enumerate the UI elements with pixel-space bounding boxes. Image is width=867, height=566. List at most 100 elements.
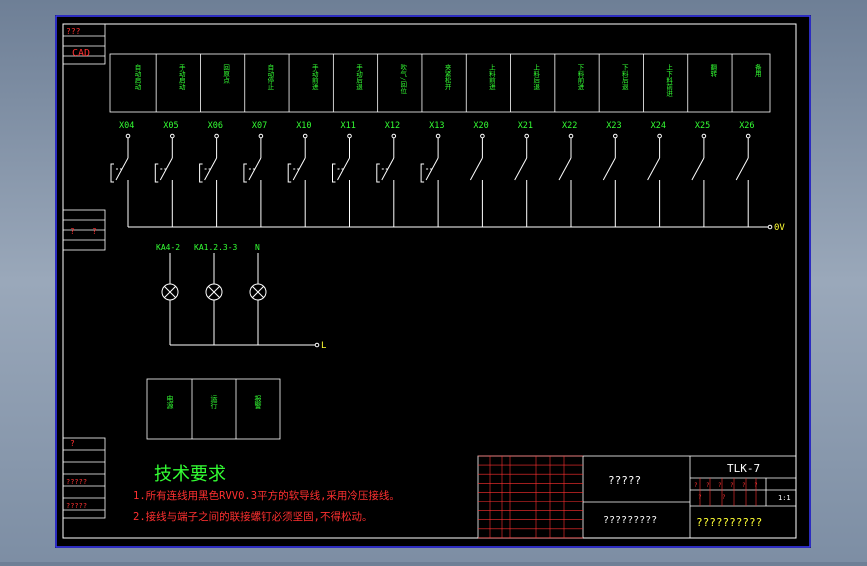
left-strip-bottom-label: ????? — [66, 478, 87, 486]
title-block-mark: ? — [718, 482, 722, 489]
input-label: X11 — [341, 121, 356, 131]
pushbutton-actuator — [287, 163, 292, 183]
input-label: X05 — [163, 121, 178, 131]
title-block-mark: ? — [722, 494, 726, 501]
pushbutton-actuator — [154, 163, 159, 183]
switch-blade — [602, 157, 616, 181]
title-block-fine-grid — [478, 455, 583, 539]
lamp-label: KA1.2.3-3 — [194, 243, 238, 252]
indicator-lamps — [161, 283, 267, 301]
left-strip-mark: ? — [70, 439, 75, 448]
title-block-mark: ? — [730, 482, 734, 489]
switch-terminal — [347, 133, 352, 139]
input-label: X26 — [739, 121, 754, 131]
switch-blade — [558, 157, 572, 181]
pushbutton-actuator — [199, 163, 203, 183]
pushbutton-actuator — [420, 163, 425, 183]
header-cell-label: 手动前进 — [310, 63, 318, 92]
header-cell-label: 上下料前进 — [665, 63, 673, 98]
input-label: X10 — [296, 121, 311, 131]
switch-terminal — [435, 133, 441, 139]
header-cell-label: 备用 — [753, 63, 761, 79]
left-strip — [62, 23, 106, 519]
switch-blade — [691, 157, 705, 181]
company-name: ?????????? — [696, 516, 762, 529]
header-cell-label: 上料前进 — [487, 63, 495, 92]
lamp-name: 电源 — [166, 394, 174, 410]
drawing-name: ????? — [608, 474, 641, 487]
bus-terminal — [767, 224, 773, 230]
switch-terminal — [125, 133, 131, 139]
header-cell-label: 翻转 — [709, 63, 717, 79]
left-strip-bottom-label: ????? — [66, 502, 87, 510]
indicator-lamp — [249, 283, 267, 301]
switch-wiring — [110, 133, 751, 227]
switch-blade — [735, 157, 749, 181]
input-label: X20 — [473, 121, 488, 131]
drawing-subtitle: ????????? — [603, 515, 657, 526]
pushbutton-actuator — [332, 163, 336, 183]
input-label: X22 — [562, 121, 577, 131]
switch-blade — [514, 157, 528, 181]
switch-terminal — [524, 133, 530, 139]
drawing-number: TLK-7 — [727, 462, 760, 475]
switch-terminal — [745, 133, 751, 139]
header-cell-label: 手动后退 — [355, 63, 363, 92]
header-label-row: 自动启动手动启动回原点自动停止手动前进手动后退吹气/回位夹紧松开上料前进上料后退… — [109, 53, 771, 113]
switch-terminal — [568, 133, 574, 139]
left-strip-mark: ? — [92, 227, 97, 236]
switch-terminal — [214, 133, 219, 139]
title-block-mark: ? — [694, 482, 698, 489]
scale-label: 1:1 — [778, 494, 791, 502]
inner-border — [62, 23, 797, 539]
pushbutton-actuator — [243, 163, 247, 183]
lamp-name: 运行 — [210, 395, 218, 410]
lamp-circuit — [169, 253, 320, 348]
title-block-right-grid — [699, 478, 757, 506]
switch-blade — [469, 157, 483, 181]
pushbutton-actuator — [376, 163, 380, 183]
switch-terminal — [480, 133, 485, 139]
input-label: X23 — [606, 121, 621, 131]
input-label: X12 — [385, 121, 400, 131]
lamp-label: N — [255, 243, 260, 252]
input-label: X21 — [518, 121, 533, 131]
header-cell-label: 回原点 — [222, 64, 230, 85]
title-block-grid: ???????? — [478, 455, 758, 539]
indicator-lamp — [161, 283, 179, 301]
switch-terminal — [613, 133, 618, 139]
left-strip-cad-label: CAD — [72, 48, 90, 59]
header-cell-label: 下料前进 — [576, 64, 584, 92]
input-label: X13 — [429, 121, 444, 131]
left-strip-top-label: ??? — [66, 27, 81, 36]
input-label: X24 — [651, 121, 666, 131]
header-frame — [109, 53, 771, 113]
indicator-lamp — [205, 283, 223, 301]
header-cell-label: 自动停止 — [266, 63, 274, 91]
outer-border — [55, 15, 811, 548]
header-cell-label: 夹紧松开 — [443, 63, 451, 92]
lamp-name-table — [146, 378, 281, 440]
switch-terminal — [657, 133, 662, 139]
switch-terminal — [302, 133, 308, 139]
sheet-background — [55, 15, 811, 548]
switch-terminal — [170, 133, 175, 139]
note-line-1: 1.所有连线用黑色RVV0.3平方的软导线,采用冷压接线。 — [133, 489, 400, 502]
ground-label: 0V — [774, 223, 785, 233]
switch-terminal — [391, 133, 397, 139]
input-label: X04 — [119, 121, 134, 131]
switch-blade — [647, 157, 661, 181]
header-cell-label: 手动启动 — [177, 63, 185, 92]
lamp-label: KA4-2 — [156, 243, 180, 252]
header-cell-label: 上料后退 — [532, 63, 540, 92]
left-strip-mark: ? — [70, 227, 75, 236]
title-block-mark: ? — [742, 482, 746, 489]
title-block — [477, 455, 797, 539]
input-label: X25 — [695, 121, 710, 131]
title-block-mark: ? — [698, 494, 702, 501]
notes-heading: 技术要求 — [154, 464, 226, 485]
note-line-2: 2.接线与端子之间的联接螺钉必须坚固,不得松动。 — [133, 510, 372, 523]
